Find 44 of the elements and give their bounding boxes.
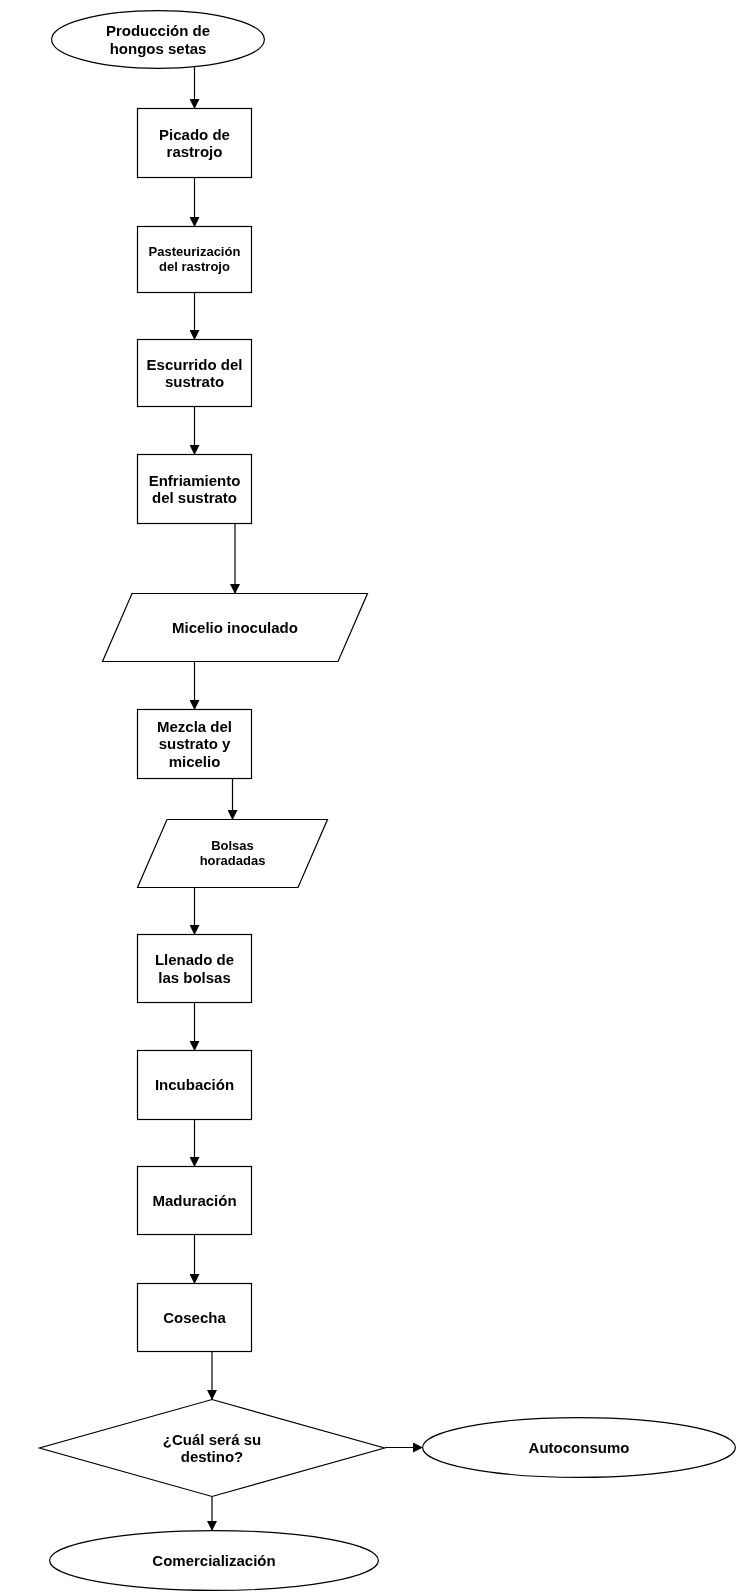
arrow xyxy=(230,523,240,594)
step-label: Pasteurización del rastrojo xyxy=(147,244,242,275)
arrow xyxy=(189,1119,200,1167)
process-box xyxy=(137,934,252,1003)
arrow xyxy=(207,1351,217,1400)
process-box xyxy=(137,226,252,293)
process-box xyxy=(137,1166,252,1235)
step-label: Enfriamiento del sustrato xyxy=(147,471,242,507)
step-label: Micelio inoculado xyxy=(172,618,298,637)
step-label: ¿Cuál será su destino? xyxy=(161,1430,263,1466)
terminal-ellipse xyxy=(49,1530,379,1591)
step-label: Picado de rastrojo xyxy=(158,125,231,161)
arrow xyxy=(227,778,238,820)
process-box xyxy=(137,108,252,178)
process-box xyxy=(137,709,252,779)
arrow xyxy=(189,1002,200,1051)
step-label: Cosecha xyxy=(163,1308,226,1327)
input-output-parallelogram xyxy=(137,819,328,888)
step-label: Escurrido del sustrato xyxy=(145,355,244,391)
arrow xyxy=(189,177,200,227)
step-label: Bolsas horadadas xyxy=(198,838,267,869)
decision-diamond xyxy=(39,1399,385,1497)
step-label: Incubación xyxy=(154,1076,235,1094)
process-box xyxy=(137,339,252,407)
process-box xyxy=(137,454,252,524)
arrow xyxy=(189,1234,200,1284)
step-label: Maduración xyxy=(152,1191,237,1210)
arrow xyxy=(189,887,200,935)
step-label: Producción de hongos setas xyxy=(104,22,212,57)
arrow xyxy=(189,292,200,340)
arrow xyxy=(189,66,200,109)
arrow xyxy=(207,1496,217,1531)
arrow xyxy=(189,661,200,710)
step-label: Llenado de las bolsas xyxy=(153,951,236,986)
terminal-ellipse xyxy=(422,1417,736,1478)
arrow xyxy=(189,406,200,455)
step-label: Mezcla del sustrato y micelio xyxy=(156,718,233,770)
arrow xyxy=(384,1442,423,1453)
process-box xyxy=(137,1283,252,1352)
step-label: Comercialización xyxy=(152,1551,276,1570)
process-box xyxy=(137,1050,252,1120)
terminal-ellipse xyxy=(51,10,265,69)
input-output-parallelogram xyxy=(102,593,368,662)
step-label: Autoconsumo xyxy=(528,1438,630,1457)
